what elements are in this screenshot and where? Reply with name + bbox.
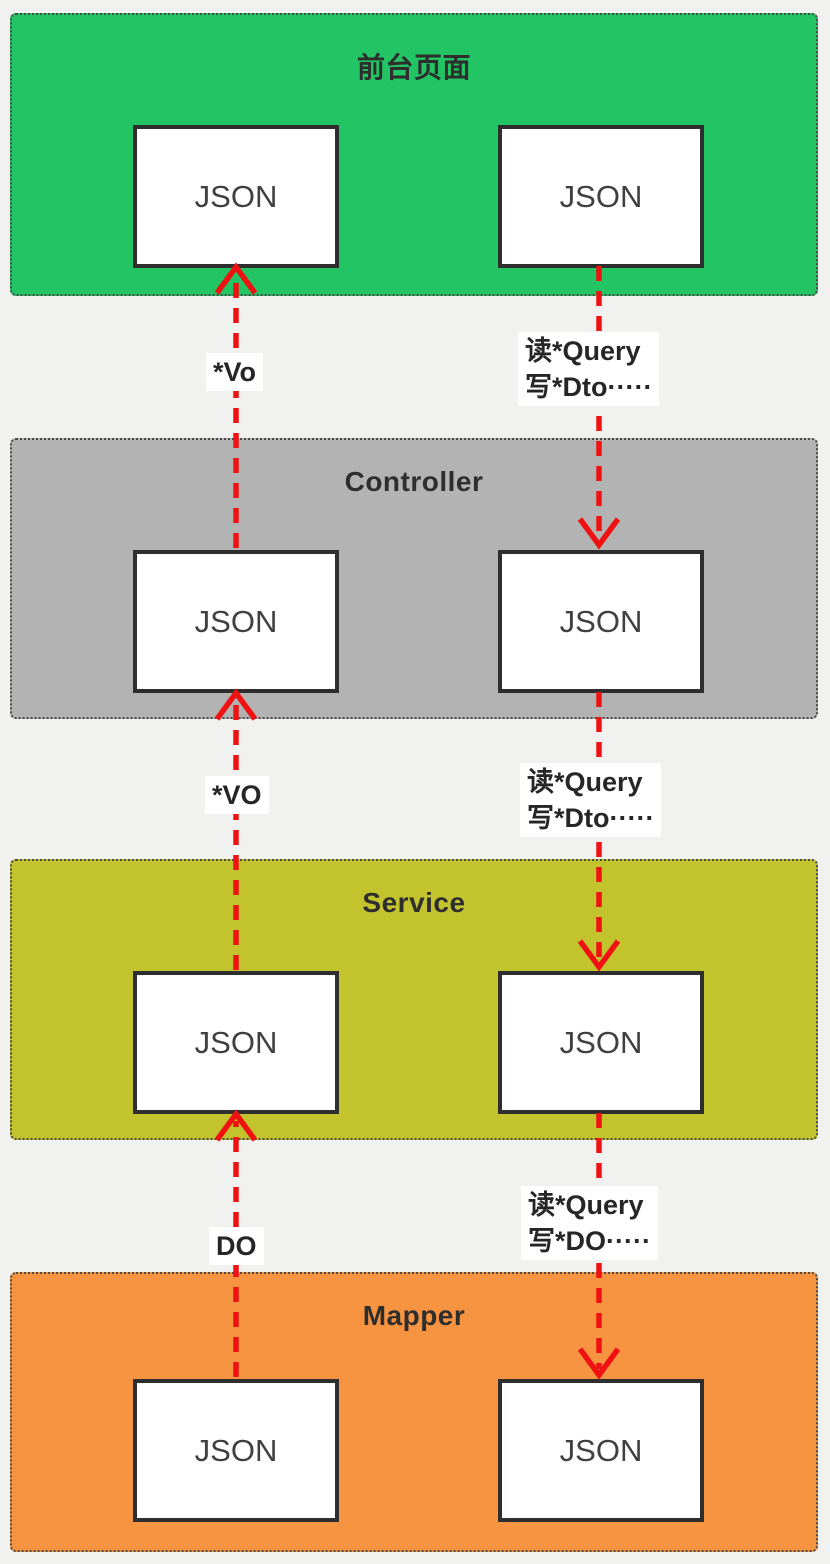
flow-label-line: 读*Query xyxy=(528,1190,644,1220)
flow-label-line: 写*Dto····· xyxy=(525,372,653,402)
json-box: JSON xyxy=(133,971,339,1114)
json-box: JSON xyxy=(498,125,704,268)
layer-front-page: 前台页面 JSON JSON xyxy=(10,13,818,296)
json-box: JSON xyxy=(133,550,339,693)
json-box: JSON xyxy=(133,125,339,268)
layer-mapper: Mapper JSON JSON xyxy=(10,1272,818,1552)
layer-title: 前台页面 xyxy=(356,52,471,83)
layer-title: Service xyxy=(362,887,466,918)
flow-label-vo-controller: *VO xyxy=(205,776,269,814)
flow-label-line: 写*DO····· xyxy=(528,1226,651,1256)
layer-service: Service JSON JSON xyxy=(10,859,818,1140)
layer-controller: Controller JSON JSON xyxy=(10,438,818,719)
flow-label-line: 读*Query xyxy=(525,336,641,366)
layer-title: Mapper xyxy=(362,1300,466,1331)
json-box: JSON xyxy=(133,1379,339,1522)
flow-label-line: 写*Dto····· xyxy=(527,803,655,833)
json-box: JSON xyxy=(498,550,704,693)
flow-label-vo-front: *Vo xyxy=(206,353,264,391)
flow-label-do-service: DO xyxy=(209,1227,264,1265)
json-box: JSON xyxy=(498,971,704,1114)
flow-label-query-dto-controller: 读*Query 写*Dto····· xyxy=(520,763,662,837)
flow-label-query-dto-front: 读*Query 写*Dto····· xyxy=(518,332,660,406)
layer-title: Controller xyxy=(344,466,484,497)
json-box: JSON xyxy=(498,1379,704,1522)
flow-label-query-do-service: 读*Query 写*DO····· xyxy=(521,1186,658,1260)
flow-label-line: 读*Query xyxy=(527,767,643,797)
